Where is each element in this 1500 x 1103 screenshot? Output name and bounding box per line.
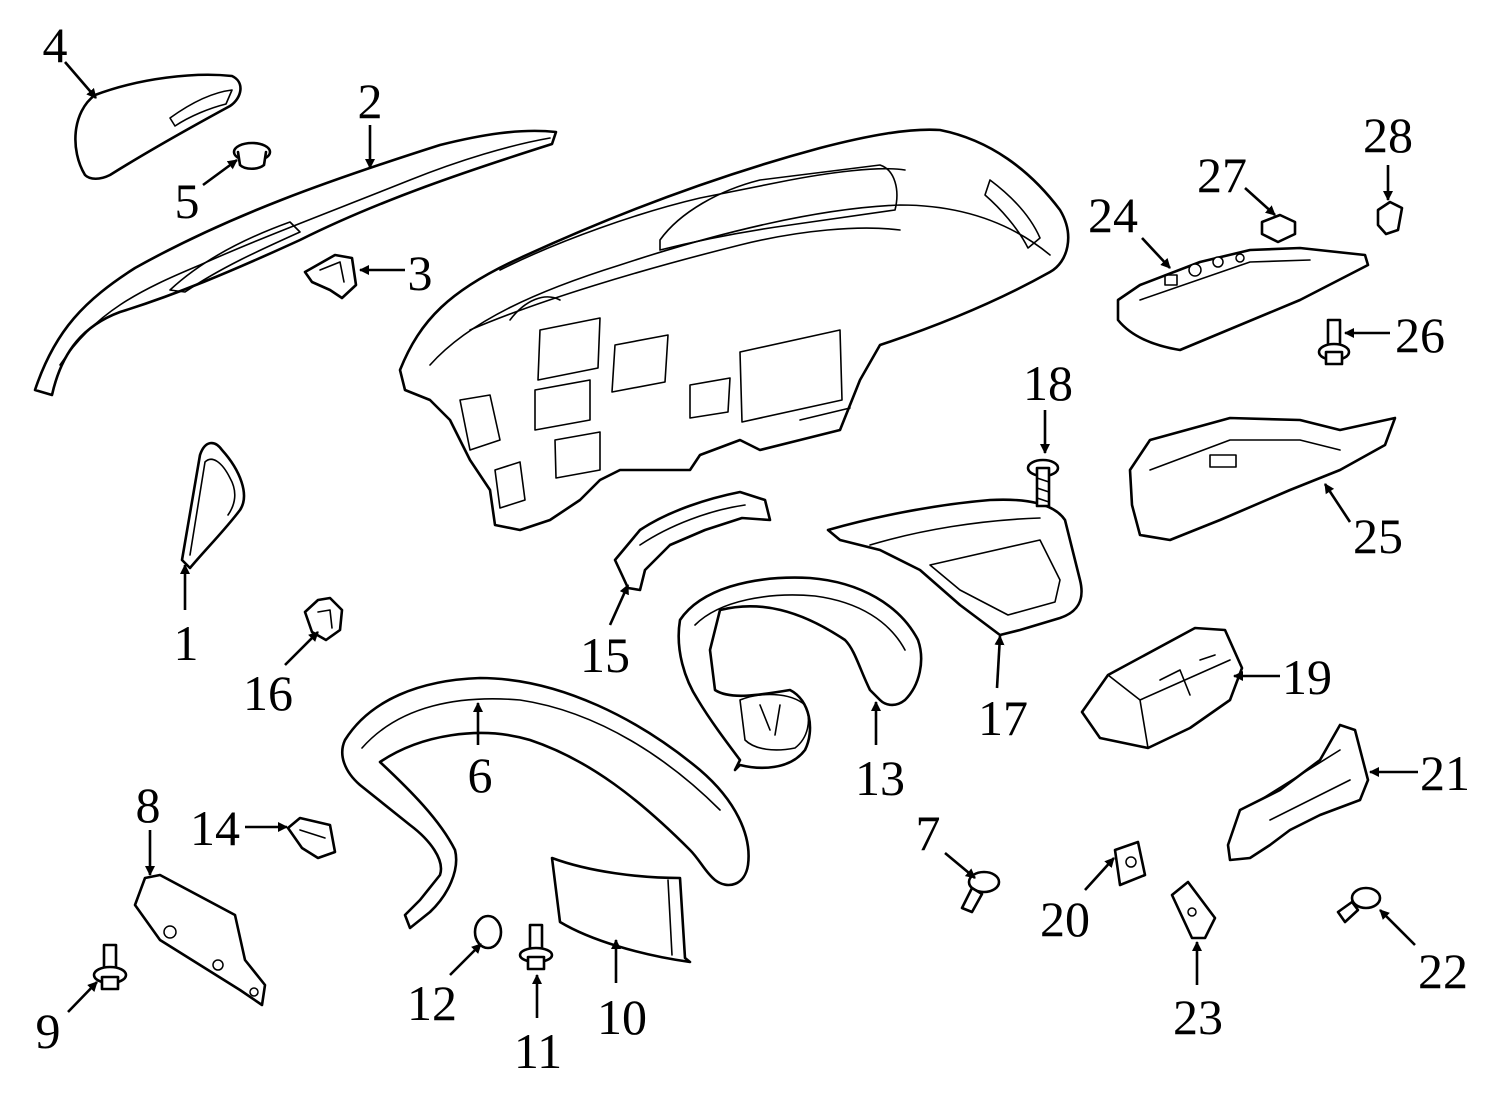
callout-label-26[interactable]: 26 [1395, 307, 1445, 363]
part-3-bracket[interactable] [303, 253, 358, 300]
callout-label-9[interactable]: 9 [36, 1003, 61, 1059]
callout-label-8[interactable]: 8 [136, 777, 161, 833]
part-6-lower-trim[interactable] [340, 676, 750, 930]
part-24-upper-panel[interactable] [1116, 246, 1370, 352]
callout-label-4[interactable]: 4 [43, 17, 68, 73]
callout-label-16[interactable]: 16 [243, 665, 293, 721]
part-8-lower-bracket[interactable] [133, 873, 267, 1007]
callout-label-22[interactable]: 22 [1418, 943, 1468, 999]
part-20-clip-nut[interactable] [1113, 840, 1147, 887]
part-15-lower-bracket[interactable] [613, 490, 772, 592]
callout-label-28[interactable]: 28 [1363, 107, 1413, 163]
callout-label-13[interactable]: 13 [855, 750, 905, 806]
part-21-side-bracket[interactable] [1226, 723, 1370, 862]
part-19-module[interactable] [1080, 626, 1244, 750]
callout-labels: 1 2 3 4 5 6 7 8 9 10 11 12 13 14 15 16 1… [36, 17, 1471, 1079]
part-22-bolt[interactable] [1336, 886, 1382, 924]
callout-label-18[interactable]: 18 [1023, 355, 1073, 411]
callout-label-25[interactable]: 25 [1353, 508, 1403, 564]
part-25-glove-bracket[interactable] [1128, 416, 1397, 542]
callout-arrows [64, 61, 1418, 1018]
callout-label-15[interactable]: 15 [580, 627, 630, 683]
callout-label-11[interactable]: 11 [514, 1023, 562, 1079]
callout-label-7[interactable]: 7 [916, 805, 941, 861]
callout-label-20[interactable]: 20 [1040, 891, 1090, 947]
callout-label-10[interactable]: 10 [597, 989, 647, 1045]
part-11-bolt[interactable] [518, 923, 554, 971]
part-12-grommet[interactable] [473, 914, 503, 950]
callout-label-2[interactable]: 2 [358, 73, 383, 129]
callout-label-14[interactable]: 14 [190, 800, 240, 856]
part-9-bolt[interactable] [92, 943, 128, 991]
callout-label-5[interactable]: 5 [175, 173, 200, 229]
callout-label-23[interactable]: 23 [1173, 989, 1223, 1045]
callout-label-6[interactable]: 6 [468, 747, 493, 803]
part-27-clip[interactable] [1260, 213, 1297, 244]
instrument-panel-main [398, 128, 1070, 532]
part-16-clip[interactable] [303, 596, 344, 642]
callout-label-27[interactable]: 27 [1197, 147, 1247, 203]
part-2-dash-top-cover[interactable] [33, 129, 558, 397]
callout-label-1[interactable]: 1 [174, 615, 199, 671]
callout-label-24[interactable]: 24 [1088, 187, 1138, 243]
part-7-screw[interactable] [960, 870, 1001, 914]
part-26-bolt[interactable] [1317, 318, 1351, 366]
part-10-lower-panel[interactable] [550, 856, 692, 964]
callout-label-3[interactable]: 3 [408, 245, 433, 301]
part-14-clip[interactable] [286, 816, 337, 860]
callout-label-21[interactable]: 21 [1420, 745, 1470, 801]
part-28-nut[interactable] [1376, 200, 1404, 236]
part-1-end-cap[interactable] [180, 441, 246, 570]
part-4-side-trim[interactable] [74, 73, 242, 181]
part-23-bracket-plate[interactable] [1170, 880, 1217, 940]
callout-label-17[interactable]: 17 [978, 690, 1028, 746]
part-18-screw[interactable] [1026, 458, 1060, 508]
part-13-column-trim[interactable] [677, 576, 923, 772]
callout-label-19[interactable]: 19 [1282, 649, 1332, 705]
callout-label-12[interactable]: 12 [407, 975, 457, 1031]
part-5-push-clip[interactable] [232, 141, 272, 171]
part-17-cluster-bezel[interactable] [826, 498, 1083, 637]
